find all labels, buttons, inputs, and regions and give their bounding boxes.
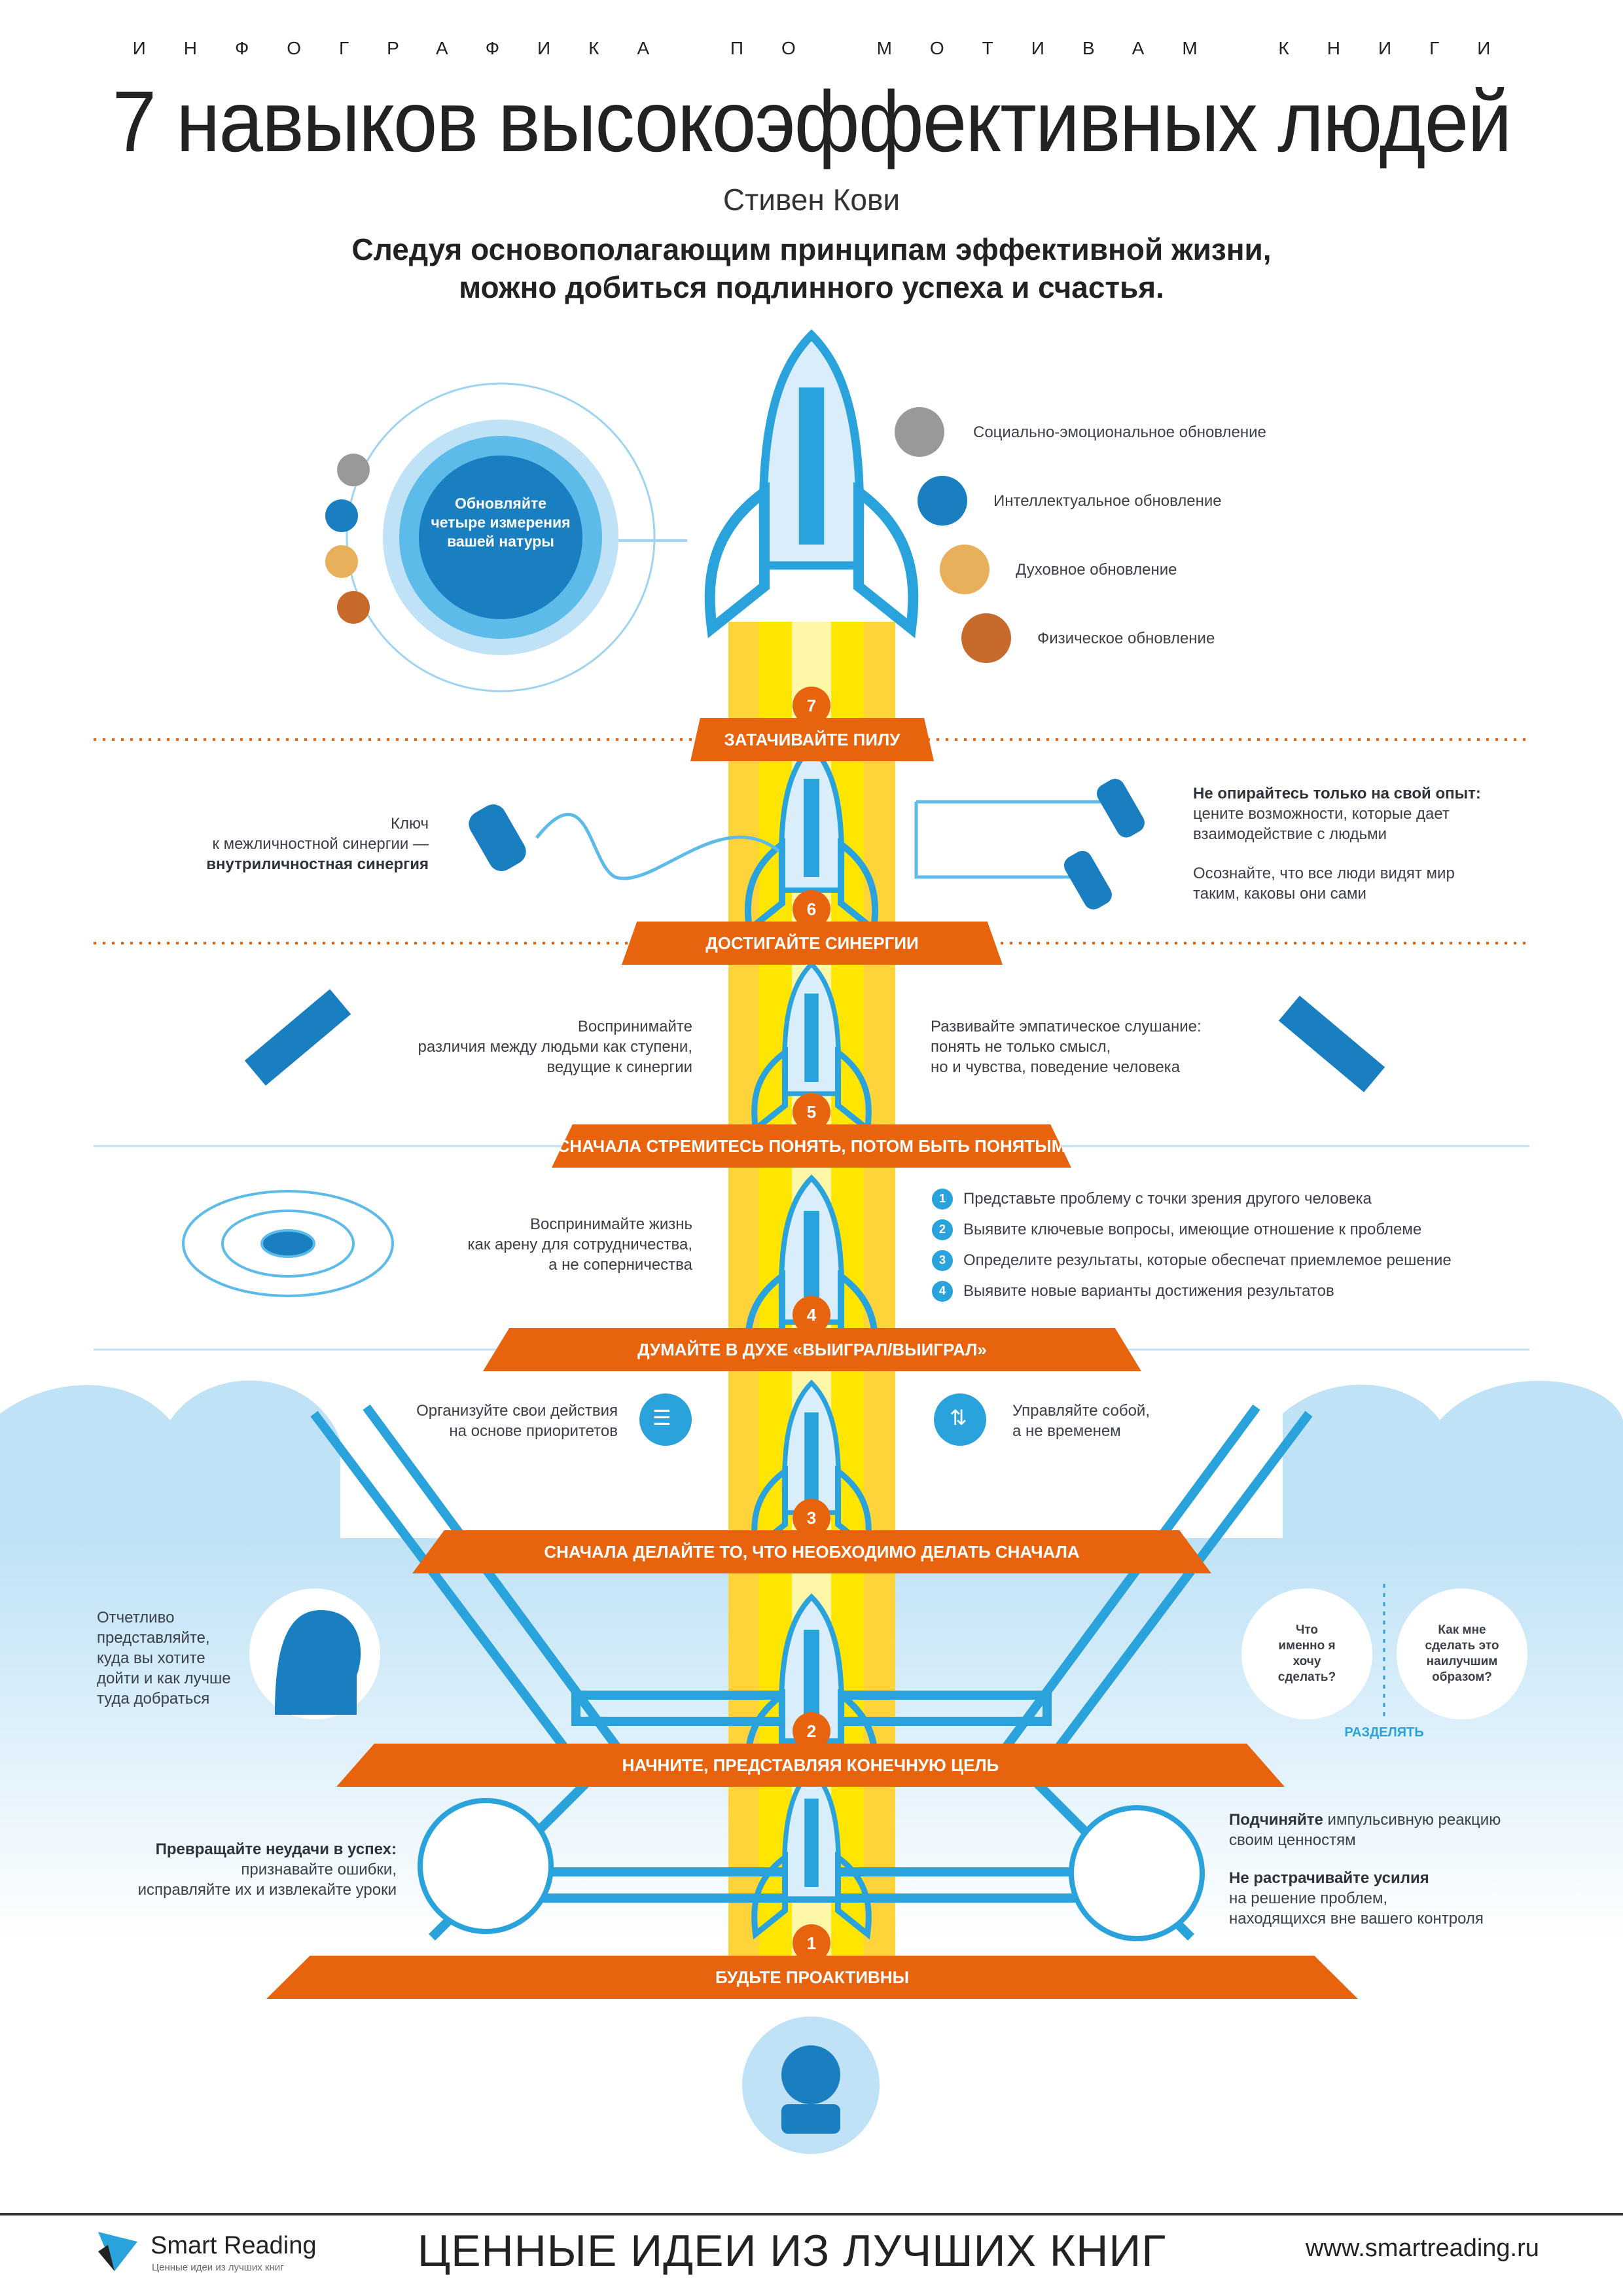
text-line: Воспринимайте bbox=[577, 1018, 692, 1035]
renewal-item: Физическое обновление bbox=[1037, 630, 1215, 647]
website-link[interactable]: www.smartreading.ru bbox=[1306, 2234, 1539, 2262]
habit1-left-text: Превращайте неудачи в успех: признавайте … bbox=[65, 1839, 397, 1900]
step-item: 4 Выявите новые варианты достижения резул… bbox=[932, 1276, 1452, 1306]
text-line: на основе приоритетов bbox=[449, 1422, 618, 1440]
page-title: 7 навыков высокоэффективных людей bbox=[112, 73, 1512, 170]
text-line: взаимодействие с людьми bbox=[1193, 825, 1387, 843]
step-number: 4 bbox=[932, 1280, 953, 1302]
habit5-left-text: Воспринимайте различия между людьми как с… bbox=[327, 1016, 692, 1077]
habit-banner: ЗАТАЧИВАЙТЕ ПИЛУ bbox=[690, 718, 934, 761]
author: Стивен Кови bbox=[722, 183, 901, 217]
text-line: своим ценностям bbox=[1229, 1831, 1356, 1849]
habit5-right-text: Развивайте эмпатическое слушание: понять … bbox=[931, 1016, 1202, 1077]
text-line: ведущие к синергии bbox=[546, 1058, 692, 1076]
habit-banner: БУДЬТЕ ПРОАКТИВНЫ bbox=[266, 1956, 1358, 1999]
habit4-left-text: Воспринимайте жизнь как арену для сотрудн… bbox=[327, 1214, 692, 1275]
lead-line: можно добиться подлинного успеха и счаст… bbox=[459, 270, 1164, 304]
text-line: Развивайте эмпатическое слушание: bbox=[931, 1018, 1202, 1035]
text-line: Управляйте собой, bbox=[1012, 1402, 1150, 1420]
footer-slogan: ЦЕННЫЕ ИДЕИ ИЗ ЛУЧШИХ КНИГ bbox=[417, 2226, 1167, 2276]
renewal-item: Духовное обновление bbox=[1016, 561, 1177, 579]
text-line: к межличностной синергии — bbox=[212, 835, 429, 853]
step-number: 3 bbox=[932, 1249, 953, 1271]
step-text: Представьте проблему с точки зрения друг… bbox=[963, 1189, 1372, 1208]
text-line: цените возможности, которые дает bbox=[1193, 805, 1450, 823]
text-line: различия между людьми как ступени, bbox=[418, 1038, 692, 1056]
step-number: 1 bbox=[932, 1188, 953, 1210]
text-bold: Подчиняйте bbox=[1229, 1811, 1323, 1829]
text-line: внутриличностная синергия bbox=[206, 855, 429, 873]
brand-tagline: Ценные идеи из лучших книг bbox=[152, 2262, 284, 2273]
habit3-left-text: Организуйте свои действия на основе приор… bbox=[327, 1401, 618, 1441]
text-line: понять не только смысл, bbox=[931, 1038, 1111, 1056]
text-line: куда вы хотите bbox=[97, 1649, 205, 1667]
habit2-left-text: Отчетливо представляйте, куда вы хотите дой… bbox=[97, 1607, 231, 1709]
text-line: Отчетливо bbox=[97, 1609, 175, 1626]
text-line: но и чувства, поведение человека bbox=[931, 1058, 1181, 1076]
habit-banner: ДОСТИГАЙТЕ СИНЕРГИИ bbox=[622, 922, 1003, 965]
text-line: признавайте ошибки, bbox=[241, 1861, 397, 1878]
text-line: туда добраться bbox=[97, 1690, 210, 1708]
lead: Следуя основополагающим принципам эффект… bbox=[0, 230, 1623, 306]
question-bubble: Как мне сделать это наилучшим образом? bbox=[1397, 1588, 1527, 1719]
habit-banner: СНАЧАЛА ДЕЛАЙТЕ ТО, ЧТО НЕОБХОДИМО ДЕЛАТ… bbox=[412, 1530, 1211, 1573]
text-line: дойти и как лучше bbox=[97, 1670, 231, 1687]
text-line: Не растрачивайте усилия bbox=[1229, 1869, 1429, 1887]
text-line: Ключ bbox=[391, 815, 429, 833]
text-line: Организуйте свои действия bbox=[416, 1402, 618, 1420]
divide-label: РАЗДЕЛЯТЬ bbox=[1344, 1725, 1424, 1740]
renewal-item: Интеллектуальное обновление bbox=[993, 492, 1222, 510]
renewal-item: Социально-эмоциональное обновление bbox=[973, 423, 1266, 441]
text-line: Превращайте неудачи в успех: bbox=[155, 1840, 397, 1858]
habit-banner: ДУМАЙТЕ В ДУХЕ «ВЫИГРАЛ/ВЫИГРАЛ» bbox=[483, 1328, 1141, 1371]
text-line: таким, каковы они сами bbox=[1193, 885, 1366, 903]
habit-banner: СНАЧАЛА СТРЕМИТЕСЬ ПОНЯТЬ, ПОТОМ БЫТЬ ПО… bbox=[552, 1124, 1071, 1168]
person-arrows-icon: ⇅ bbox=[950, 1406, 967, 1429]
text-line: Воспринимайте жизнь bbox=[530, 1215, 692, 1233]
habit3-right-text: Управляйте собой, а не временем bbox=[1012, 1401, 1150, 1441]
step-text: Выявите ключевые вопросы, имеющие отноше… bbox=[963, 1220, 1422, 1238]
habit1-right-text: Подчиняйте импульсивную реакцию своим цен… bbox=[1229, 1810, 1501, 1929]
text-line: Не опирайтесь только на свой опыт: bbox=[1193, 785, 1481, 802]
question-bubble: Что именно я хочу сделать? bbox=[1241, 1588, 1372, 1719]
habit-banner: НАЧНИТЕ, ПРЕДСТАВЛЯЯ КОНЕЧНУЮ ЦЕЛЬ bbox=[336, 1744, 1285, 1787]
text: импульсивную реакцию bbox=[1323, 1811, 1501, 1829]
text-line: как арену для сотрудничества, bbox=[467, 1236, 692, 1253]
habit-number: 4 bbox=[793, 1296, 830, 1334]
text-line: на решение проблем, bbox=[1229, 1890, 1388, 1907]
step-item: 2 Выявите ключевые вопросы, имеющие отнош… bbox=[932, 1214, 1452, 1245]
brand-name: Smart Reading bbox=[151, 2232, 317, 2259]
step-item: 1 Представьте проблему с точки зрения дру… bbox=[932, 1183, 1452, 1214]
text-line: Осознайте, что все люди видят мир bbox=[1193, 865, 1455, 882]
step-text: Выявите новые варианты достижения резуль… bbox=[963, 1282, 1334, 1300]
win-win-steps: 1 Представьте проблему с точки зрения дру… bbox=[932, 1183, 1452, 1306]
text-line: а не соперничества bbox=[548, 1256, 692, 1274]
renew-circle-text: Обновляйте четыре измерения вашей натуры bbox=[431, 495, 571, 550]
step-number: 2 bbox=[932, 1219, 953, 1240]
lead-line: Следуя основополагающим принципам эффект… bbox=[351, 232, 1272, 266]
text-line: исправляйте их и извлекайте уроки bbox=[137, 1881, 397, 1899]
step-text: Определите результаты, которые обеспечат… bbox=[963, 1251, 1452, 1269]
text-line: а не временем bbox=[1012, 1422, 1121, 1440]
text-line: находящихся вне вашего контроля bbox=[1229, 1910, 1484, 1928]
kicker: ИНФОГРАФИКА ПО МОТИВАМ КНИГИ bbox=[132, 38, 1529, 58]
habit6-left-text: Ключ к межличностной синергии — внутриличн… bbox=[131, 814, 429, 874]
list-icon: ☰ bbox=[652, 1406, 671, 1429]
habit6-right-text: Не опирайтесь только на свой опыт: цените… bbox=[1193, 783, 1481, 904]
step-item: 3 Определите результаты, которые обеспеча… bbox=[932, 1245, 1452, 1276]
text-line: представляйте, bbox=[97, 1629, 210, 1647]
